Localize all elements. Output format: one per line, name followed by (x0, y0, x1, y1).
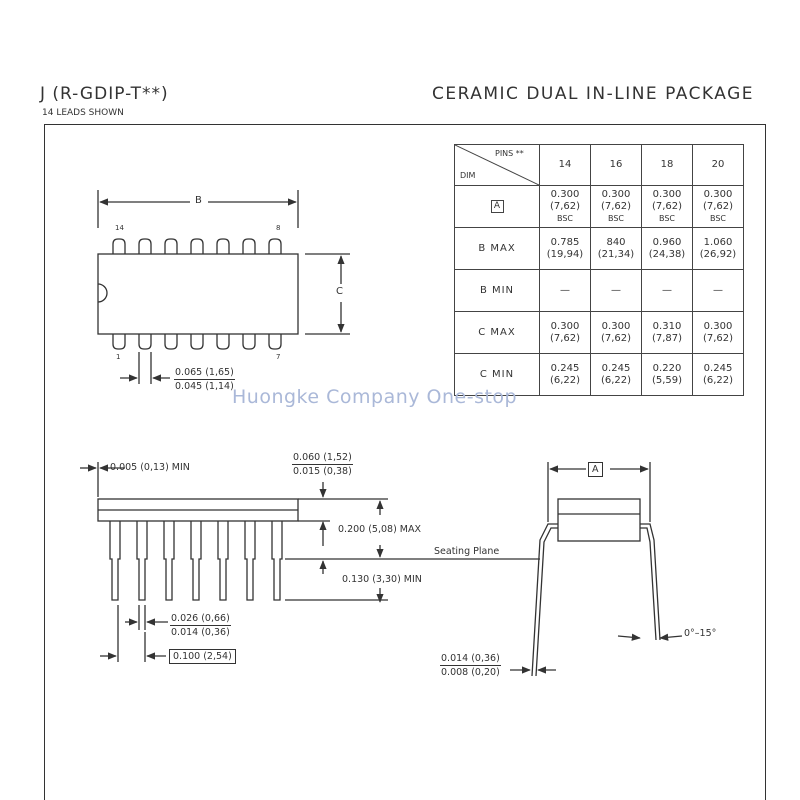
end-view (510, 462, 683, 677)
table-header-row: PINS ** DIM 14 16 18 20 (454, 144, 744, 186)
table-cell: 840(21,34) (590, 227, 642, 270)
end-lead-right (640, 523, 661, 641)
table-cell: 0.960(24,38) (641, 227, 693, 270)
table-cell: 0.300(7,62)BSC (539, 185, 591, 228)
table-cell: — (590, 269, 642, 312)
table-cell: 0.220(5,59) (641, 353, 693, 396)
pad-width-fraction: 0.065 (1,65) 0.045 (1,14) (174, 367, 235, 392)
end-lead-left (531, 523, 558, 677)
pin-7-label: 7 (276, 353, 281, 361)
dash-cell: — (662, 284, 672, 296)
table-row-c-max: C MAX 0.300(7,62) 0.300(7,62) 0.310(7,87… (454, 311, 744, 354)
table-cell: 0.245(6,22) (590, 353, 642, 396)
pin-14-label: 14 (115, 224, 124, 232)
table-cell: 0.300(7,62) (692, 311, 744, 354)
top-pins (112, 238, 282, 254)
pin-count-18: 18 (641, 144, 693, 186)
table-row-b-min: B MIN — — — — (454, 269, 744, 312)
pin-8-label: 8 (276, 224, 281, 232)
lead-length-label: 0.130 (3,30) MIN (342, 574, 422, 585)
angle-arrow-left (617, 633, 641, 641)
side-view (80, 462, 540, 662)
row-label-b-min: B MIN (454, 269, 540, 312)
table-corner-cell: PINS ** DIM (454, 144, 540, 186)
side-leads (109, 521, 283, 601)
pitch-label: 0.100 (2,54) (169, 649, 236, 664)
table-cell: 0.300(7,62) (539, 311, 591, 354)
end-body-outline (557, 498, 641, 542)
table-row-b-max: B MAX 0.785(19,94) 840(21,34) 0.960(24,3… (454, 227, 744, 270)
lead-thickness-fraction: 0.014 (0,36) 0.008 (0,20) (440, 653, 501, 678)
dim-c-label: C (336, 286, 343, 297)
lid-thickness-fraction: 0.060 (1,52) 0.015 (0,38) (292, 452, 353, 477)
lead-width-fraction: 0.026 (0,66) 0.014 (0,36) (170, 613, 231, 638)
row-label-c-min: C MIN (454, 353, 540, 396)
corner-pins-label: PINS ** (495, 149, 524, 158)
dimension-table: PINS ** DIM 14 16 18 20 A 0.300(7,62)BSC… (454, 144, 744, 396)
table-row-c-min: C MIN 0.245(6,22) 0.245(6,22) 0.220(5,59… (454, 353, 744, 396)
bottom-pins (112, 334, 282, 350)
pin-1-label: 1 (116, 353, 121, 361)
table-cell: 1.060(26,92) (692, 227, 744, 270)
body-height-label: 0.200 (5,08) MAX (338, 524, 422, 535)
dash-cell: — (713, 284, 723, 296)
corner-dim-label: DIM (460, 171, 476, 180)
watermark-text: Huongke Company One-stop (232, 386, 518, 408)
drawing-frame (44, 124, 766, 800)
table-cell: — (539, 269, 591, 312)
dash-cell: — (611, 284, 621, 296)
standoff-label: 0.005 (0,13) MIN (110, 462, 190, 473)
dim-b-label: B (195, 195, 202, 206)
table-cell: 0.300(7,62)BSC (590, 185, 642, 228)
seating-plane-label: Seating Plane (434, 546, 500, 557)
pin-count-20: 20 (692, 144, 744, 186)
table-cell: 0.245(6,22) (692, 353, 744, 396)
table-cell: 0.300(7,62) (590, 311, 642, 354)
table-cell: 0.785(19,94) (539, 227, 591, 270)
table-cell: — (692, 269, 744, 312)
package-name-title: CERAMIC DUAL IN-LINE PACKAGE (432, 84, 755, 104)
corner-diagonal (455, 145, 539, 185)
row-label-b-max: B MAX (454, 227, 540, 270)
dip-body-outline (97, 253, 299, 335)
angle-label: 0°–15° (684, 628, 717, 639)
pin1-notch (97, 283, 108, 303)
datum-a-box: A (490, 200, 504, 213)
top-view (97, 190, 350, 384)
angle-arrow-right (659, 633, 683, 641)
dash-cell: — (560, 284, 570, 296)
leads-note: 14 LEADS SHOWN (42, 108, 124, 118)
dim-a-datum-box: A (588, 462, 603, 477)
package-code-title: J (R-GDIP-T**) (40, 84, 169, 104)
table-cell: 0.310(7,87) (641, 311, 693, 354)
row-label-c-max: C MAX (454, 311, 540, 354)
